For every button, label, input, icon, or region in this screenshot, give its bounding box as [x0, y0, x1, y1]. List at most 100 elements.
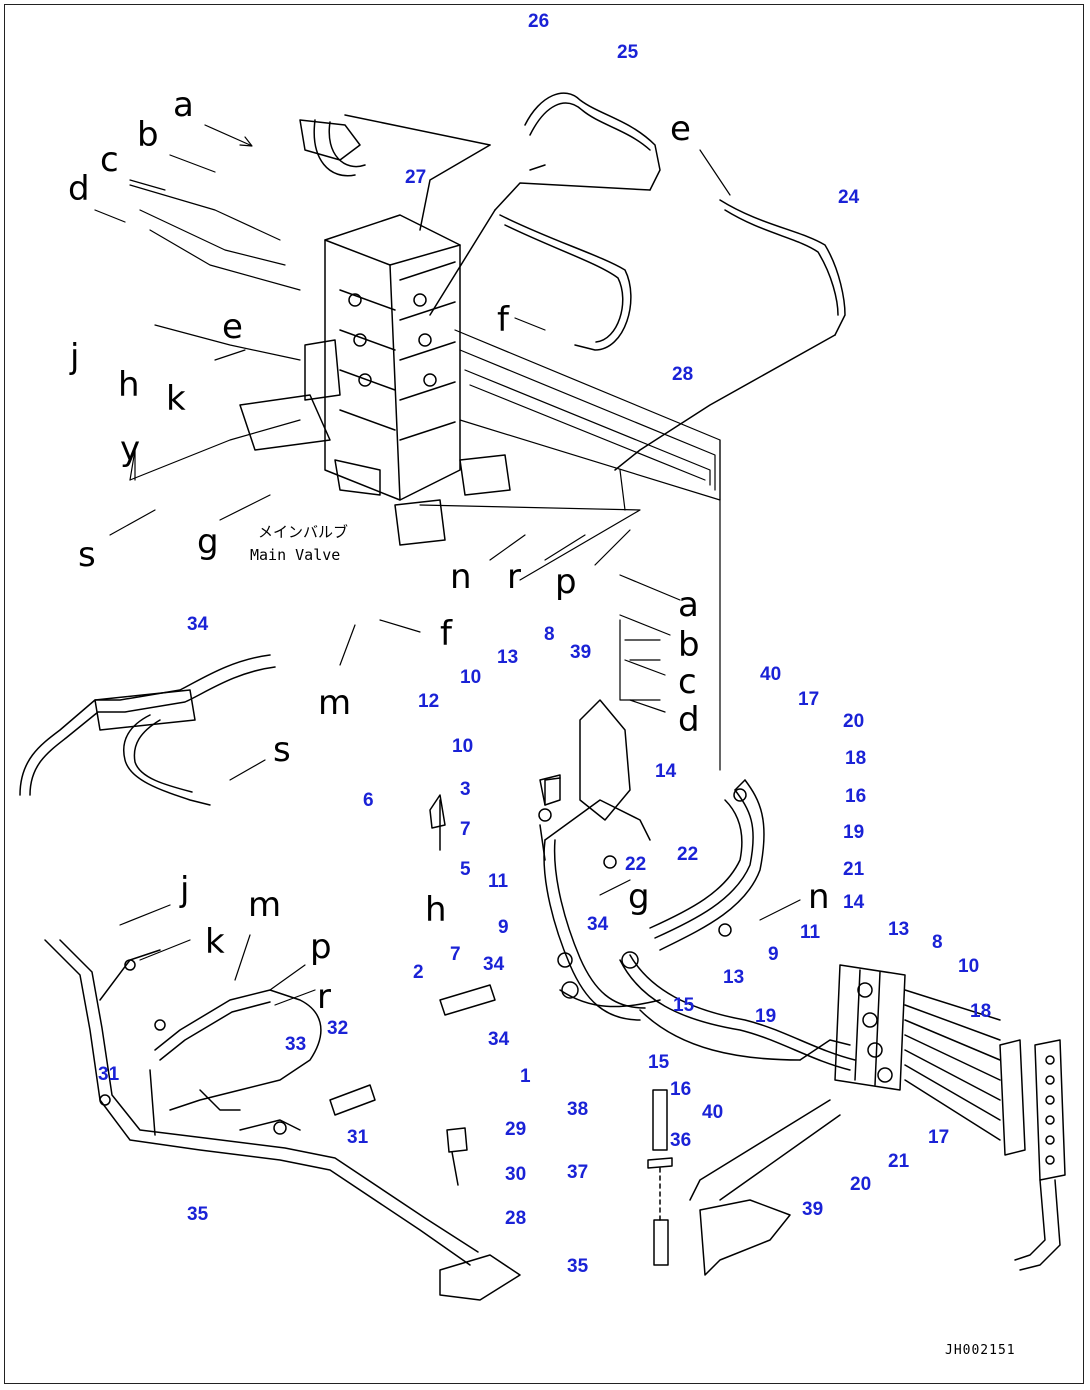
right-manifold-drawing	[689, 964, 1066, 1276]
connection-letter: p	[310, 927, 332, 967]
part-number: 22	[677, 844, 699, 865]
drawing-code: JH002151	[945, 1343, 1016, 1358]
connection-letter: k	[205, 922, 225, 962]
connection-letter: s	[78, 535, 96, 575]
part-number: 8	[544, 624, 555, 645]
part-number: 20	[850, 1174, 872, 1195]
connection-letter: c	[678, 662, 697, 702]
part-number: 19	[843, 822, 865, 843]
connection-letter: c	[100, 140, 119, 180]
part-number: 32	[327, 1018, 349, 1039]
connection-letter: g	[197, 522, 219, 562]
part-number: 10	[452, 736, 474, 757]
drawing-frame	[4, 4, 1084, 1384]
part-number: 10	[958, 956, 980, 977]
part-number: 1	[520, 1066, 531, 1087]
part-number: 35	[567, 1256, 589, 1277]
part-number: 28	[505, 1208, 527, 1229]
part-number: 15	[673, 995, 695, 1016]
part-number: 19	[755, 1006, 777, 1027]
connection-letter: m	[318, 683, 352, 723]
connection-letter: a	[173, 85, 194, 125]
part-number: 12	[418, 691, 440, 712]
part-number: 11	[488, 871, 509, 892]
connection-letter: e	[670, 109, 691, 149]
part-number: 36	[670, 1130, 692, 1151]
connection-letter: n	[808, 877, 830, 917]
part-number: 9	[768, 944, 779, 965]
part-number: 14	[843, 892, 865, 913]
part-number: 34	[587, 914, 609, 935]
connection-letter: k	[166, 379, 186, 419]
part-number: 34	[483, 954, 505, 975]
part-number: 40	[702, 1102, 724, 1123]
part-number: 31	[347, 1127, 369, 1148]
left-hose-drawing	[19, 654, 276, 806]
connection-letter: j	[70, 337, 80, 377]
small-parts-drawing	[446, 777, 673, 1266]
connection-letter: y	[120, 429, 141, 469]
part-number: 16	[845, 786, 867, 807]
part-number: 33	[285, 1034, 307, 1055]
main-valve-drawing	[239, 119, 511, 546]
bottom-left-hose-drawing	[44, 939, 521, 1301]
part-number: 3	[460, 779, 471, 800]
connection-letter: m	[248, 885, 282, 925]
part-number: 40	[760, 664, 782, 685]
part-number: 17	[798, 689, 820, 710]
part-number: 13	[723, 967, 745, 988]
part-number: 28	[672, 364, 694, 385]
connection-letter: r	[507, 557, 521, 597]
part-number: 22	[625, 854, 647, 875]
central-hose-drawing	[429, 699, 856, 1071]
connection-letter: h	[118, 365, 140, 405]
part-number: 39	[802, 1199, 824, 1220]
connection-letter: r	[317, 977, 331, 1017]
part-number: 6	[363, 790, 374, 811]
part-number: 39	[570, 642, 592, 663]
leader-lines	[129, 184, 721, 771]
part-number: 9	[498, 917, 509, 938]
part-number: 31	[98, 1064, 120, 1085]
part-number: 30	[505, 1164, 527, 1185]
part-number: 34	[187, 614, 209, 635]
part-number: 16	[670, 1079, 692, 1100]
part-number: 24	[838, 187, 860, 208]
part-number: 17	[928, 1127, 950, 1148]
connection-letter: b	[678, 625, 700, 665]
part-number: 7	[450, 944, 461, 965]
part-number: 13	[497, 647, 519, 668]
connection-letter: e	[222, 307, 243, 347]
part-number: 18	[970, 1001, 992, 1022]
part-number: 13	[888, 919, 910, 940]
connection-letter: s	[273, 730, 291, 770]
main-valve-label-jp: メインバルブ	[258, 523, 349, 541]
connection-letter: p	[555, 562, 577, 602]
connection-letter: f	[440, 614, 452, 654]
part-number: 2	[413, 962, 424, 983]
part-number: 8	[932, 932, 943, 953]
connection-letter: d	[68, 169, 90, 209]
connection-letter: d	[678, 700, 700, 740]
part-number: 7	[460, 819, 471, 840]
connection-letter: a	[678, 585, 699, 625]
upper-hoses-drawing	[344, 92, 846, 471]
flow-arrows	[94, 124, 801, 1006]
part-number: 37	[567, 1162, 589, 1183]
connection-letter: j	[180, 870, 190, 910]
connection-letter: f	[497, 300, 509, 340]
part-number: 5	[460, 859, 471, 880]
connection-letter: b	[137, 115, 159, 155]
part-number: 21	[843, 859, 865, 880]
part-number: 26	[528, 11, 550, 32]
part-number: 25	[617, 42, 639, 63]
part-number: 27	[405, 167, 427, 188]
part-number: 15	[648, 1052, 670, 1073]
part-number: 21	[888, 1151, 910, 1172]
part-number: 18	[845, 748, 867, 769]
connection-letter: g	[628, 877, 650, 917]
part-number: 14	[655, 761, 677, 782]
part-number: 35	[187, 1204, 209, 1225]
